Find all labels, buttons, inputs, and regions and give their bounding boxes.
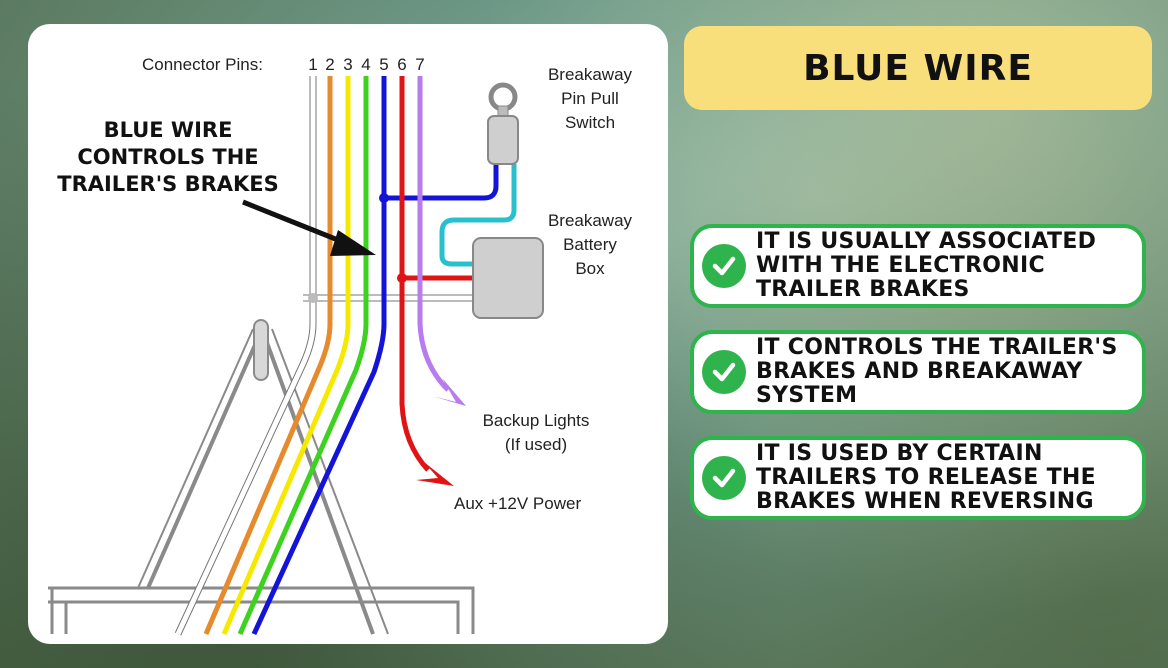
wire-blue (251, 76, 387, 636)
pin-label-3: 3 (343, 55, 352, 74)
fact-card-text: IT IS USUALLY ASSOCIATED WITH THE ELECTR… (756, 229, 1097, 302)
switch-label-1: Breakaway (548, 65, 633, 84)
battery-label-1: Breakaway (548, 211, 633, 230)
fact-card-2: IT CONTROLS THE TRAILER'S BRAKES AND BRE… (690, 330, 1146, 414)
checkmark-icon (702, 456, 746, 500)
switch-label-3: Switch (565, 113, 615, 132)
fact-card-1: IT IS USUALLY ASSOCIATED WITH THE ELECTR… (690, 224, 1146, 308)
callout-arrow (242, 199, 376, 256)
callout-line-1: BLUE WIRE (104, 118, 233, 142)
page-title: BLUE WIRE (803, 47, 1033, 89)
wire-red (399, 76, 430, 472)
aux-power-arrowhead (416, 462, 454, 486)
callout-line-3: TRAILER'S BRAKES (57, 172, 279, 196)
wire-junction-dot (308, 293, 318, 303)
switch-label-2: Pin Pull (561, 89, 619, 108)
pin-label-7: 7 (415, 55, 424, 74)
checkmark-icon (702, 244, 746, 288)
battery-label-3: Box (575, 259, 605, 278)
battery-label-2: Battery (563, 235, 617, 254)
pin-label-6: 6 (397, 55, 406, 74)
wire-yellow (221, 76, 351, 635)
callout-line-2: CONTROLS THE (77, 145, 258, 169)
breakaway-pin-pull-switch (487, 82, 519, 165)
wire-white (175, 76, 316, 636)
wire-cyan-switch-to-battery (439, 164, 517, 267)
wire-bundle (174, 76, 517, 636)
wire-junction-dot (379, 193, 389, 203)
wire-junction-dot (397, 273, 407, 283)
trailer-hitch-post (253, 319, 269, 381)
trailer-frame (48, 328, 475, 635)
connector-pins-label: Connector Pins: (142, 55, 263, 74)
backup-lights-label-1: Backup Lights (483, 411, 590, 430)
aux-power-label: Aux +12V Power (454, 494, 581, 513)
title-banner: BLUE WIRE (684, 26, 1152, 110)
wire-brown (203, 76, 333, 635)
fact-card-text: IT IS USED BY CERTAIN TRAILERS TO RELEAS… (756, 441, 1096, 514)
backup-lights-arrowhead (432, 378, 466, 406)
fact-card-text: IT CONTROLS THE TRAILER'S BRAKES AND BRE… (756, 335, 1118, 408)
fact-card-3: IT IS USED BY CERTAIN TRAILERS TO RELEAS… (690, 436, 1146, 520)
pin-label-2: 2 (325, 55, 334, 74)
breakaway-battery-box (472, 237, 544, 319)
wire-purple (417, 76, 450, 392)
backup-lights-label-2: (If used) (505, 435, 567, 454)
pin-label-1: 1 (308, 55, 317, 74)
wire-blue-to-switch (384, 164, 499, 201)
checkmark-icon (702, 350, 746, 394)
pin-label-4: 4 (361, 55, 370, 74)
pin-label-5: 5 (379, 55, 388, 74)
wire-green (237, 76, 369, 636)
